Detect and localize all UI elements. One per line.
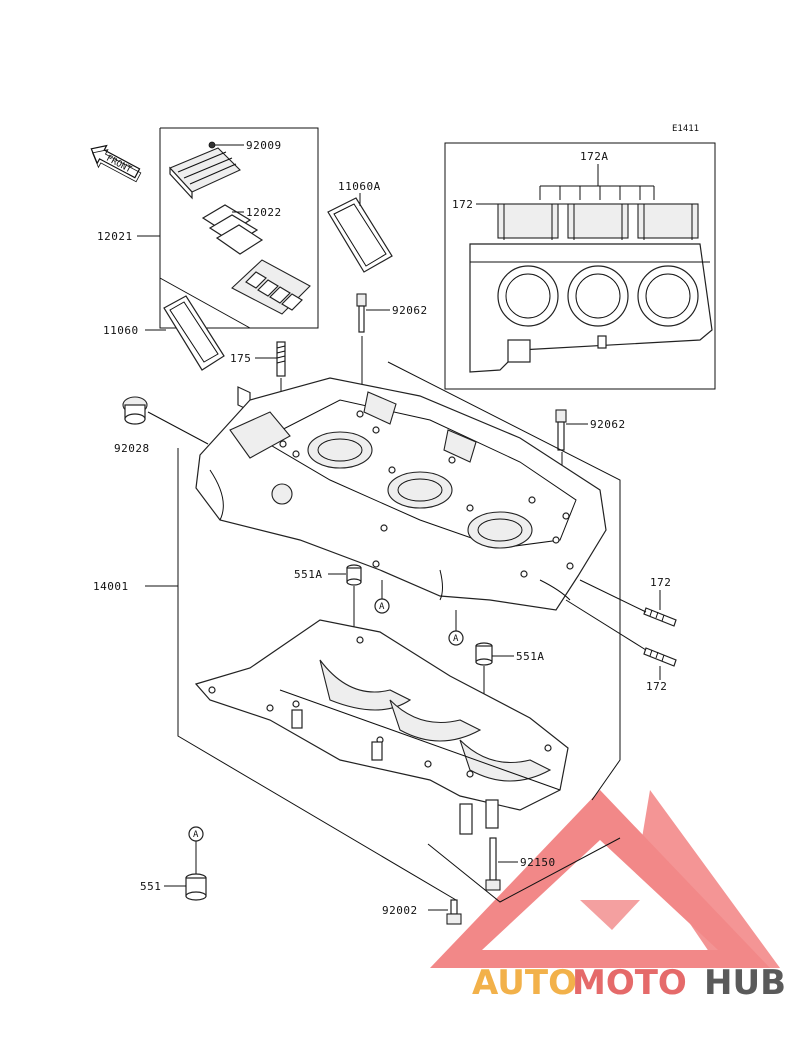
marker-a-3-label: A <box>193 830 199 840</box>
diagram-code: E1411 <box>672 124 699 134</box>
part-92150: 92150 <box>520 856 556 869</box>
bolt-92002 <box>446 899 462 925</box>
cylinder-bore-2 <box>387 471 453 509</box>
watermark-logo <box>430 790 780 968</box>
part-14001: 14001 <box>93 580 129 593</box>
plug-92028 <box>122 396 148 425</box>
reed-valve-kit-box <box>159 127 319 412</box>
watermark-text: AUTO MOTO HUB <box>472 963 786 1003</box>
part-92002: 92002 <box>382 904 418 917</box>
inset-crankcase <box>469 243 713 373</box>
inset-part-172: 172 <box>452 198 473 211</box>
part-12021: 12021 <box>97 230 133 243</box>
stud-172-lower <box>643 647 677 667</box>
bolt-92062-top <box>356 293 367 333</box>
part-92009: 92009 <box>246 139 282 152</box>
part-92062-top: 92062 <box>392 304 428 317</box>
part-11060A: 11060A <box>338 180 381 193</box>
lower-case-holes <box>208 636 552 778</box>
watermark-hub: HUB <box>704 963 786 1003</box>
part-175: 175 <box>230 352 251 365</box>
marker-a-1-label: A <box>379 602 385 612</box>
stud-175 <box>276 341 286 377</box>
bolt-holes <box>279 410 574 578</box>
part-172-upper: 172 <box>650 576 671 589</box>
inset-detail-box: 172A 172 <box>444 142 716 390</box>
front-arrow-icon: FRONT <box>90 144 142 183</box>
inset-part-172A: 172A <box>580 150 609 163</box>
part-12022: 12022 <box>246 206 282 219</box>
part-92062-right: 92062 <box>590 418 626 431</box>
gasket-11060A <box>327 197 393 273</box>
inset-studs <box>497 203 699 240</box>
part-92028: 92028 <box>114 442 150 455</box>
lower-crankcase <box>194 619 569 835</box>
watermark-auto: AUTO <box>472 963 577 1003</box>
screw-icon <box>208 141 216 149</box>
part-551: 551 <box>140 880 161 893</box>
reed-cage <box>169 147 241 200</box>
dowel-551 <box>185 873 207 901</box>
upper-crankcase <box>195 377 607 611</box>
marker-a-2-label: A <box>453 634 459 644</box>
reed-petals <box>201 204 264 255</box>
part-172-lower: 172 <box>646 680 667 693</box>
dowel-551A-left <box>346 564 362 586</box>
part-11060: 11060 <box>103 324 139 337</box>
stud-172-upper <box>643 607 677 627</box>
cylinder-bore-1 <box>307 431 373 469</box>
part-551A-left: 551A <box>294 568 323 581</box>
part-551A-right: 551A <box>516 650 545 663</box>
watermark-moto: MOTO <box>572 963 687 1003</box>
dowel-551A-right <box>475 642 493 666</box>
cylinder-bore-3 <box>467 511 533 549</box>
bolt-92150 <box>485 837 501 891</box>
bolt-92062-right <box>555 409 567 451</box>
gasket-11060 <box>163 295 225 371</box>
